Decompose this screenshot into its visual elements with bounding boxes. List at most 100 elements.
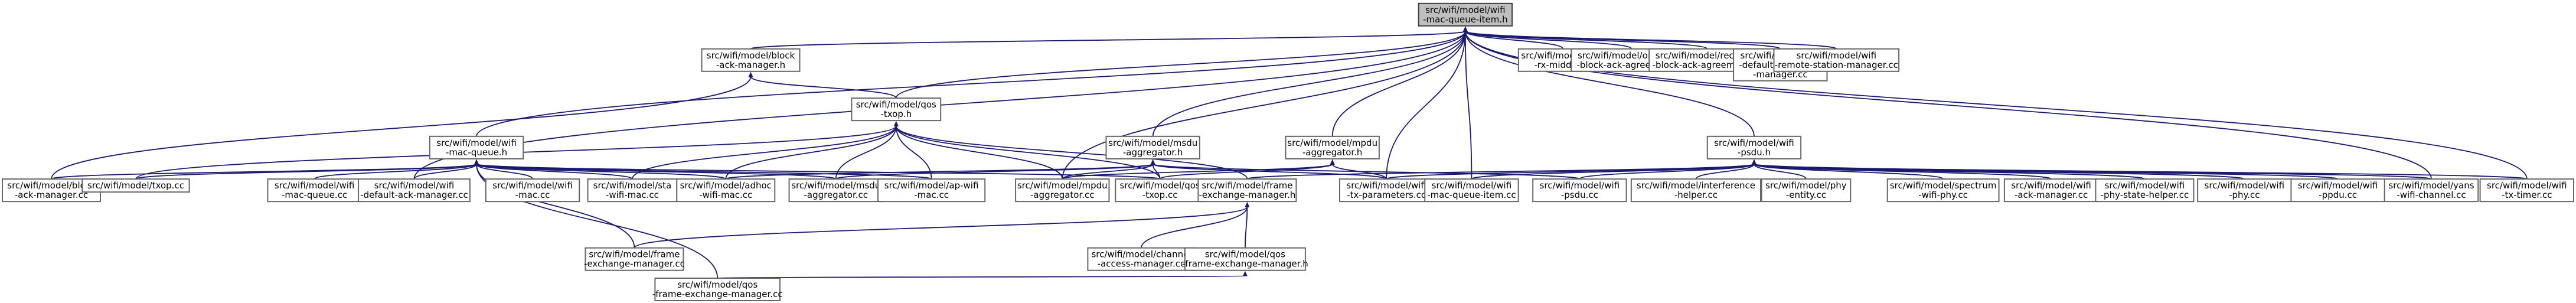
node-wmqcc[interactable]: src/wifi/model/wifi-mac-queue.cc xyxy=(267,178,362,203)
node-label: -exchange-manager.h xyxy=(1199,190,1295,200)
node-box xyxy=(1015,178,1110,203)
edge-psduh-to-root xyxy=(1462,26,1755,136)
node-txpar[interactable]: src/wifi/model/wifi-tx-parameters.cc xyxy=(1338,178,1434,203)
node-wackm[interactable]: src/wifi/model/wifi-ack-manager.cc xyxy=(2003,178,2099,203)
node-box xyxy=(1087,247,1196,271)
node-msduh[interactable]: src/wifi/model/msdu-aggregator.h xyxy=(1105,135,1200,159)
node-box xyxy=(1184,247,1306,271)
node-box xyxy=(1285,135,1380,159)
node-spec[interactable]: src/wifi/model/spectrum-wifi-phy.cc xyxy=(1886,178,2000,203)
node-box xyxy=(701,48,801,72)
node-phyent[interactable]: src/wifi/model/phy-entity.cc xyxy=(1761,178,1852,203)
node-label: src/wifi/model/wifi xyxy=(1432,180,1512,191)
node-label: src/wifi/model/wifi xyxy=(2105,180,2185,191)
node-phycc[interactable]: src/wifi/model/wifi-phy.cc xyxy=(2197,178,2292,203)
edge-bamcc-to-bamh xyxy=(51,71,753,180)
node-label: src/wifi/model/wifi xyxy=(1346,180,1426,191)
node-label: -default-ack-manager.cc xyxy=(360,190,468,200)
node-label: -access-manager.cc xyxy=(1098,259,1186,269)
edge-qtxoph-to-bamh xyxy=(748,71,897,99)
node-label: src/wifi/model/channel xyxy=(1091,249,1191,260)
node-apcc[interactable]: src/wifi/model/ap-wifi-mac.cc xyxy=(877,178,986,203)
edge-bamcc-to-wmq xyxy=(51,159,479,180)
node-box xyxy=(587,178,678,203)
node-label: src/wifi/model/phy xyxy=(1765,180,1847,191)
node-label: -aggregator.cc xyxy=(1030,190,1095,200)
edge-defack-to-wmq xyxy=(413,159,479,180)
edge-wmaccc-to-wmq xyxy=(474,159,533,180)
edge-wmq-to-root xyxy=(476,26,1468,136)
edge-mpducc-to-root xyxy=(1062,26,1468,180)
node-label: -aggregator.cc xyxy=(804,190,868,200)
node-femcc[interactable]: src/wifi/model/frame-exchange-manager.cc xyxy=(584,247,685,271)
node-psducc[interactable]: src/wifi/model/wifi-psdu.cc xyxy=(1532,178,1627,203)
edge-msducc-to-qtxoph xyxy=(835,121,899,180)
node-label: -aggregator.h xyxy=(1302,147,1363,158)
node-qtxoph[interactable]: src/wifi/model/qos-txop.h xyxy=(851,97,942,122)
node-label: src/wifi/model/wifi xyxy=(275,180,355,191)
node-box xyxy=(1418,2,1513,27)
node-psduh[interactable]: src/wifi/model/wifi-psdu.h xyxy=(1706,135,1802,159)
node-label: src/wifi/model/yans xyxy=(2388,180,2474,191)
node-mqicc[interactable]: src/wifi/model/wifi-mac-queue-item.cc xyxy=(1424,178,1519,203)
edge-txpar-to-root xyxy=(1386,26,1468,180)
node-label: src/wifi/model/qos xyxy=(1120,180,1200,191)
node-label: -ppdu.cc xyxy=(2319,190,2357,200)
node-qtxopcc[interactable]: src/wifi/model/qos-txop.cc xyxy=(1115,178,1206,203)
node-interf[interactable]: src/wifi/model/interference-helper.cc xyxy=(1630,178,1762,203)
node-box xyxy=(1197,178,1297,203)
node-bamh[interactable]: src/wifi/model/block-ack-manager.h xyxy=(701,48,801,72)
node-label: -txop.cc xyxy=(1142,190,1178,200)
node-label: -phy.cc xyxy=(2229,190,2260,200)
node-label: src/wifi/model/wifi xyxy=(1425,5,1506,15)
node-msducc[interactable]: src/wifi/model/msdu-aggregator.cc xyxy=(788,178,883,203)
node-label: src/wifi/model/block xyxy=(707,50,795,61)
node-box xyxy=(485,178,580,203)
edge-femh-to-psduh xyxy=(1246,159,1756,180)
node-label: src/wifi/model/adhoc xyxy=(680,180,772,191)
node-box xyxy=(2095,178,2195,203)
node-wmaccc[interactable]: src/wifi/model/wifi-mac.cc xyxy=(485,178,580,203)
node-label: src/wifi/model/frame xyxy=(589,249,680,260)
edge-msducc-to-msduh xyxy=(835,159,1155,180)
node-mpduh[interactable]: src/wifi/model/mpdu-aggregator.h xyxy=(1285,135,1380,159)
node-ppdu[interactable]: src/wifi/model/wifi-ppdu.cc xyxy=(2290,178,2385,203)
node-label: -tx-parameters.cc xyxy=(1347,190,1426,200)
node-label: src/wifi/model/interference xyxy=(1637,180,1755,191)
edge-psducc-to-psduh xyxy=(1579,159,1756,180)
edge-adhoc-to-qtxoph xyxy=(725,121,899,180)
edge-sta-to-wmq xyxy=(474,159,633,180)
node-label: src/wifi/model/wifi xyxy=(2205,180,2285,191)
node-label: src/wifi/model/wifi xyxy=(374,180,455,191)
node-txopcc[interactable]: src/wifi/model/txop.cc xyxy=(81,178,190,193)
node-qfemh[interactable]: src/wifi/model/qos-frame-exchange-manage… xyxy=(1182,247,1308,271)
node-root[interactable]: src/wifi/model/wifi-mac-queue-item.h xyxy=(1418,2,1513,27)
node-label: src/wifi/model/qos xyxy=(856,99,936,110)
edge-qtxoph-to-root xyxy=(895,26,1468,99)
node-sta[interactable]: src/wifi/model/sta-wifi-mac.cc xyxy=(587,178,678,203)
edge-txtimer-to-psduh xyxy=(1752,159,2528,180)
edge-wmqcc-to-wmq xyxy=(314,159,479,180)
node-wmq[interactable]: src/wifi/model/wifi-mac-queue.h xyxy=(429,135,524,159)
node-defack[interactable]: src/wifi/model/wifi-default-ack-manager.… xyxy=(358,178,471,203)
node-box xyxy=(1761,178,1852,203)
node-adhoc[interactable]: src/wifi/model/adhoc-wifi-mac.cc xyxy=(676,178,776,203)
node-label: -ack-manager.h xyxy=(716,60,785,70)
node-qfemcc[interactable]: src/wifi/model/qos-frame-exchange-manage… xyxy=(652,278,783,301)
node-remote[interactable]: src/wifi/model/wifi-remote-station-manag… xyxy=(1773,48,1900,72)
node-label: -aggregator.h xyxy=(1123,147,1183,158)
node-yans[interactable]: src/wifi/model/yans-wifi-channel.cc xyxy=(2384,178,2479,203)
node-box xyxy=(2197,178,2292,203)
node-label: src/wifi/model/wifi xyxy=(1714,138,1794,148)
node-txtimer[interactable]: src/wifi/model/wifi-tx-timer.cc xyxy=(2479,178,2575,203)
node-phystate[interactable]: src/wifi/model/wifi-phy-state-helper.cc xyxy=(2095,178,2195,203)
node-box xyxy=(676,178,776,203)
node-femh[interactable]: src/wifi/model/frame-exchange-manager.h xyxy=(1197,178,1297,203)
node-mpducc[interactable]: src/wifi/model/mpdu-aggregator.cc xyxy=(1015,178,1110,203)
node-chacc[interactable]: src/wifi/model/channel-access-manager.cc xyxy=(1087,247,1196,271)
node-label: -ack-manager.cc xyxy=(15,190,88,200)
node-label: src/wifi/model/wifi xyxy=(2011,180,2091,191)
node-box xyxy=(1773,48,1900,72)
node-label: -wifi-mac.cc xyxy=(606,190,659,200)
